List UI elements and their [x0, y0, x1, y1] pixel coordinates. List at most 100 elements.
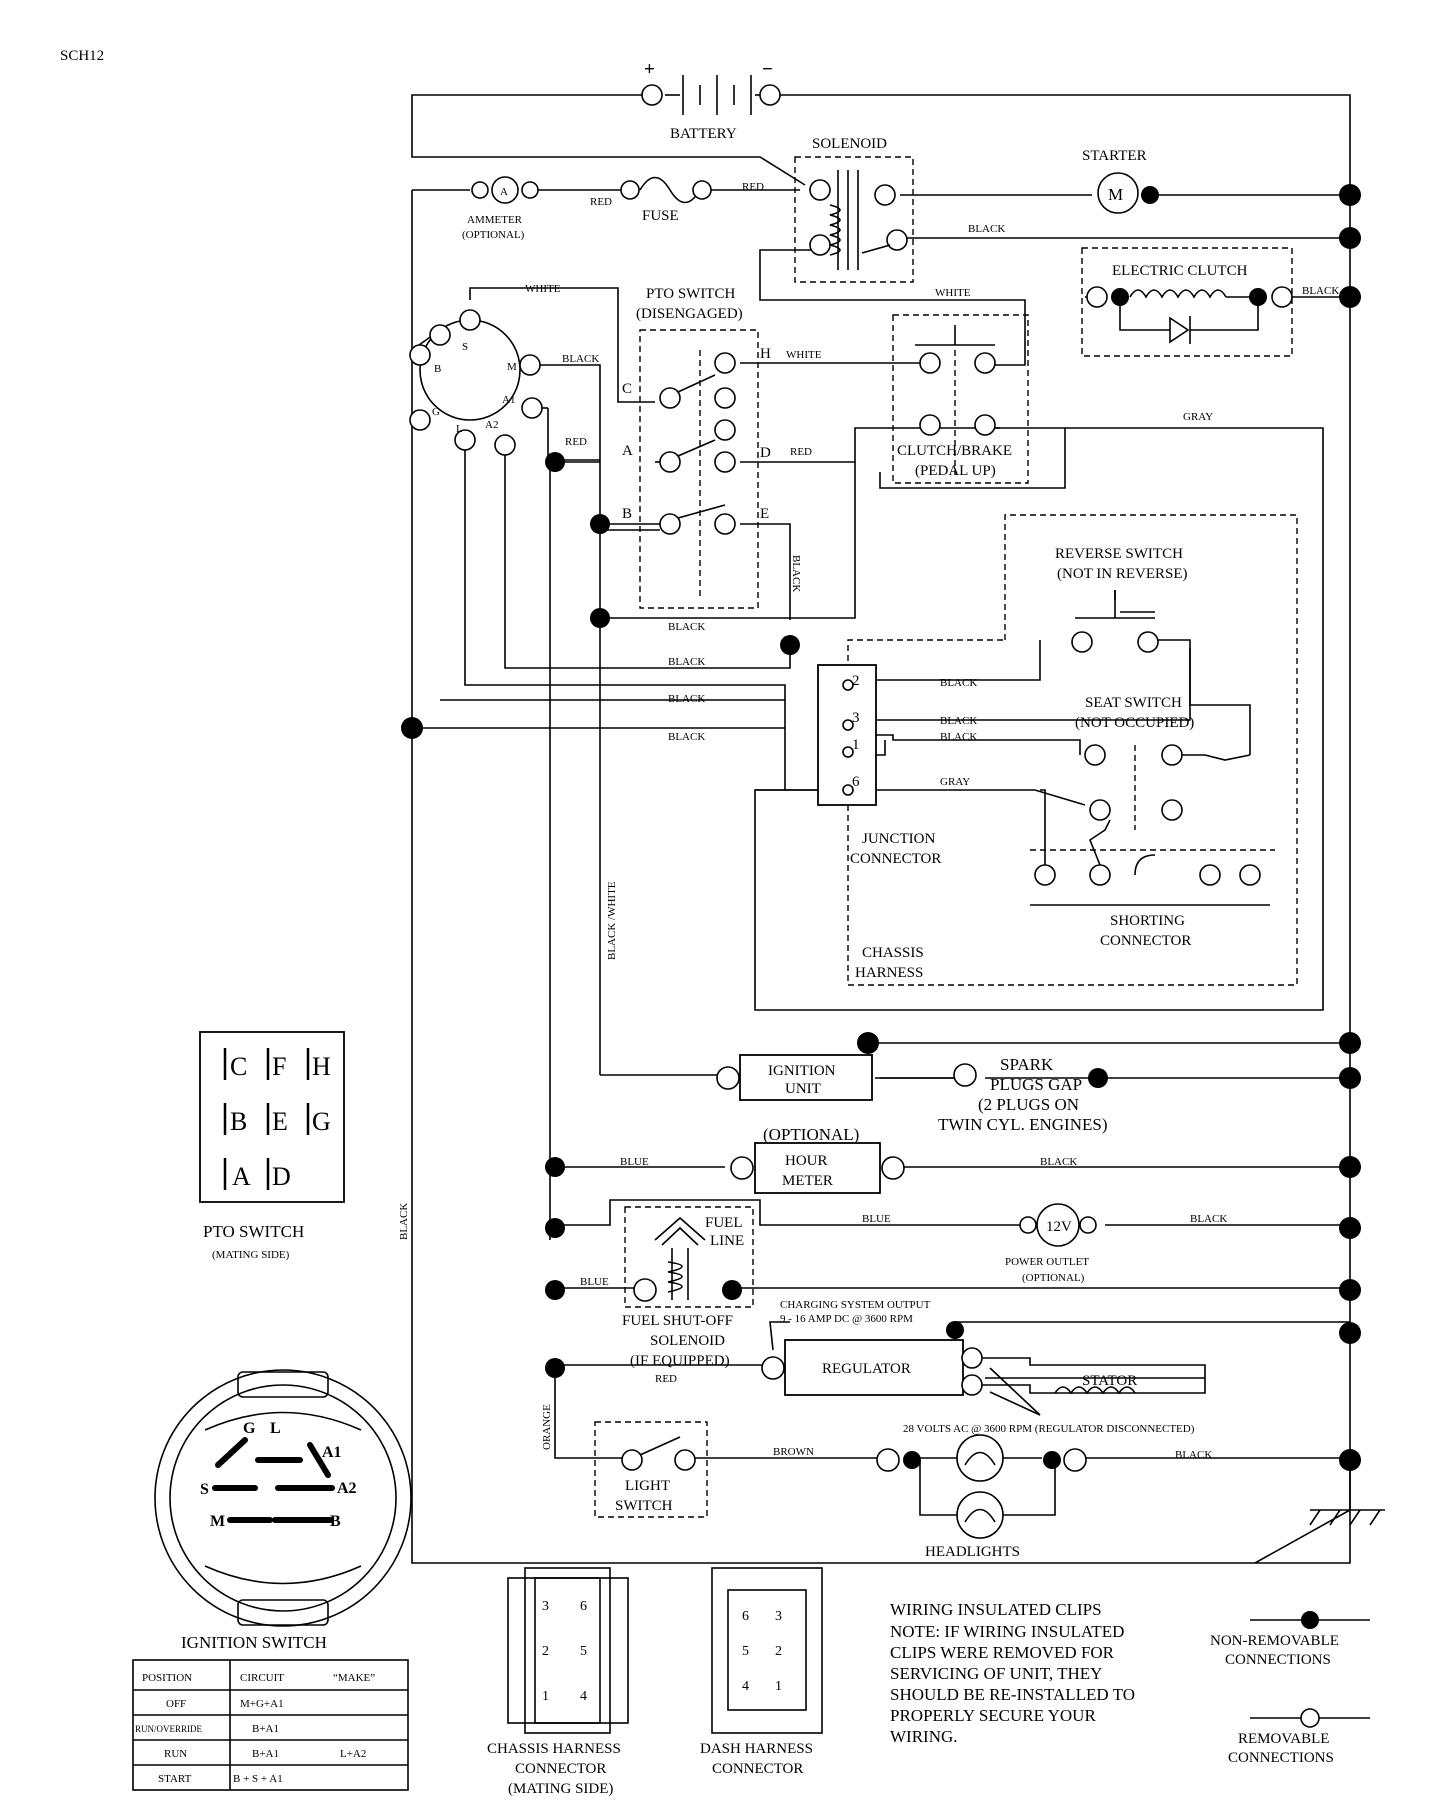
- power-outlet-12v: 12V: [1046, 1219, 1072, 1235]
- ign-face-b: B: [330, 1513, 341, 1530]
- ammeter: A AMMETER (OPTIONAL): [462, 176, 539, 241]
- wire-blue-1: BLUE: [620, 1156, 649, 1168]
- ignition-switch-schematic: S M B A1 G L A2: [409, 309, 543, 456]
- ign-term-l: L: [456, 423, 463, 435]
- wire-black-left: BLACK: [398, 1203, 410, 1240]
- electric-clutch-label: ELECTRIC CLUTCH: [1112, 263, 1248, 279]
- wire-black-10: BLACK: [940, 731, 977, 743]
- regulator-label: REGULATOR: [822, 1361, 911, 1377]
- dash-pin-5: 5: [742, 1644, 749, 1659]
- seat-switch-label: SEAT SWITCH: [1085, 695, 1182, 711]
- dash-pin-3: 3: [775, 1609, 782, 1624]
- pto-pin-f: F: [272, 1052, 286, 1081]
- connection-dots: [401, 184, 1361, 1471]
- clips-note-line: SERVICING OF UNIT, THEY: [890, 1664, 1102, 1683]
- chassis-pin-4: 4: [580, 1689, 587, 1704]
- ign-table-row-pos: OFF: [166, 1698, 186, 1710]
- pto-pin-b: B: [230, 1107, 247, 1136]
- ac-voltage-note: 28 VOLTS AC @ 3600 RPM (REGULATOR DISCON…: [903, 1423, 1195, 1435]
- ign-term-s: S: [462, 341, 468, 353]
- wire-blue-2: BLUE: [862, 1213, 891, 1225]
- wire-gray-2: GRAY: [940, 776, 970, 788]
- wire-black-6: BLACK: [668, 693, 705, 705]
- pto-switch-disengaged: (DISENGAGED): [636, 306, 743, 322]
- ignition-table: POSITION CIRCUIT “MAKE” OFF M+G+A1 RUN/O…: [132, 1659, 409, 1791]
- ign-term-b: B: [434, 363, 441, 375]
- seat-switch-state: (NOT OCCUPIED): [1075, 715, 1194, 731]
- clips-note: WIRING INSULATED CLIPS NOTE: IF WIRING I…: [890, 1600, 1135, 1746]
- page-id: SCH12: [60, 48, 104, 64]
- wire-black-13: BLACK: [1175, 1449, 1212, 1461]
- legend-nonremovable-label: NON-REMOVABLE: [1210, 1633, 1339, 1649]
- spark-gap-label: PLUGS GAP: [990, 1075, 1082, 1094]
- hour-meter-label: HOUR: [785, 1153, 828, 1169]
- wire-black-11: BLACK: [1040, 1156, 1077, 1168]
- fuse: FUSE: [620, 176, 712, 224]
- charging-output-spec: 9 - 16 AMP DC @ 3600 RPM: [780, 1313, 913, 1325]
- wire-red-2: RED: [742, 181, 764, 193]
- clutch-brake-label: CLUTCH/BRAKE: [897, 443, 1012, 459]
- clips-note-title: WIRING INSULATED CLIPS: [890, 1600, 1102, 1619]
- ign-term-a1: A1: [502, 394, 515, 406]
- clips-note-line: WIRING.: [890, 1727, 958, 1746]
- ammeter-optional: (OPTIONAL): [462, 229, 525, 241]
- chassis-pin-2: 2: [542, 1644, 549, 1659]
- wire-black-9: BLACK: [940, 715, 977, 727]
- wire-black-12: BLACK: [1190, 1213, 1227, 1225]
- hour-meter-label2: METER: [782, 1173, 833, 1189]
- battery-plus-label: +: [644, 59, 655, 80]
- wire-black-white: BLACK /WHITE: [606, 881, 618, 960]
- junction-pin-2: 2: [852, 673, 860, 689]
- pto-switch-label: PTO SWITCH: [646, 286, 735, 302]
- ign-table-row-circuit: M+G+A1: [240, 1698, 284, 1710]
- fuse-label: FUSE: [642, 208, 679, 224]
- chassis-pin-1: 1: [542, 1689, 549, 1704]
- pto-pin-g: G: [312, 1107, 331, 1136]
- hour-meter-optional: (OPTIONAL): [763, 1125, 859, 1144]
- fuel-line-label: FUEL: [705, 1215, 743, 1231]
- wire-brown: BROWN: [773, 1446, 814, 1458]
- ign-face-a2: A2: [337, 1480, 357, 1497]
- ign-term-m: M: [507, 361, 517, 373]
- power-outlet: 12V POWER OUTLET (OPTIONAL): [1005, 1203, 1097, 1284]
- light-switch-label2: SWITCH: [615, 1498, 673, 1514]
- starter-m: M: [1108, 185, 1123, 204]
- ign-table-row-pos: RUN/OVERRIDE: [135, 1724, 203, 1734]
- pto-pin-c: C: [230, 1052, 247, 1081]
- wire-red-5: RED: [655, 1373, 677, 1385]
- hour-meter: (OPTIONAL) HOUR METER: [730, 1125, 905, 1194]
- chassis-connector-mating: (MATING SIDE): [508, 1781, 613, 1797]
- junction-pin-6: 6: [852, 774, 860, 790]
- ammeter-a: A: [500, 186, 508, 198]
- dash-pin-1: 1: [775, 1679, 782, 1694]
- wire-black-8: BLACK: [940, 677, 977, 689]
- shorting-connector-label: SHORTING: [1110, 913, 1185, 929]
- ign-term-g: G: [432, 406, 440, 418]
- dash-pin-4: 4: [742, 1679, 749, 1694]
- wire-red-3: RED: [565, 436, 587, 448]
- pto-mating-subtitle: (MATING SIDE): [212, 1249, 290, 1261]
- chassis-pin-5: 5: [580, 1644, 587, 1659]
- ammeter-label: AMMETER: [467, 214, 523, 226]
- pto-mating-side: C F H B E G A D PTO SWITCH (MATING SIDE): [199, 1031, 345, 1261]
- solenoid: SOLENOID: [794, 136, 914, 283]
- wire-black-5: BLACK: [668, 656, 705, 668]
- wire-white-2: WHITE: [935, 287, 971, 299]
- legend-removable-label: REMOVABLE: [1238, 1731, 1329, 1747]
- legend-removable-symbol: [1300, 1708, 1320, 1728]
- wire-red-1: RED: [590, 196, 612, 208]
- pto-pin-h: H: [312, 1052, 331, 1081]
- wire-blue-3: BLUE: [580, 1276, 609, 1288]
- fuel-if-equipped: (IF EQUIPPED): [630, 1353, 730, 1369]
- ign-table-row-make: L+A2: [340, 1748, 366, 1760]
- reverse-switch-label: REVERSE SWITCH: [1055, 546, 1183, 562]
- ign-table-row-circuit: B + S + A1: [233, 1773, 283, 1785]
- wire-black-7: BLACK: [668, 731, 705, 743]
- pto-term-b: B: [622, 506, 632, 522]
- chassis-connector-title: CHASSIS HARNESS: [487, 1741, 621, 1757]
- ign-face-s: S: [200, 1481, 209, 1498]
- wire-red-4: RED: [790, 446, 812, 458]
- clips-note-line: CLIPS WERE REMOVED FOR: [890, 1643, 1115, 1662]
- junction-connector-label: JUNCTION: [862, 831, 935, 847]
